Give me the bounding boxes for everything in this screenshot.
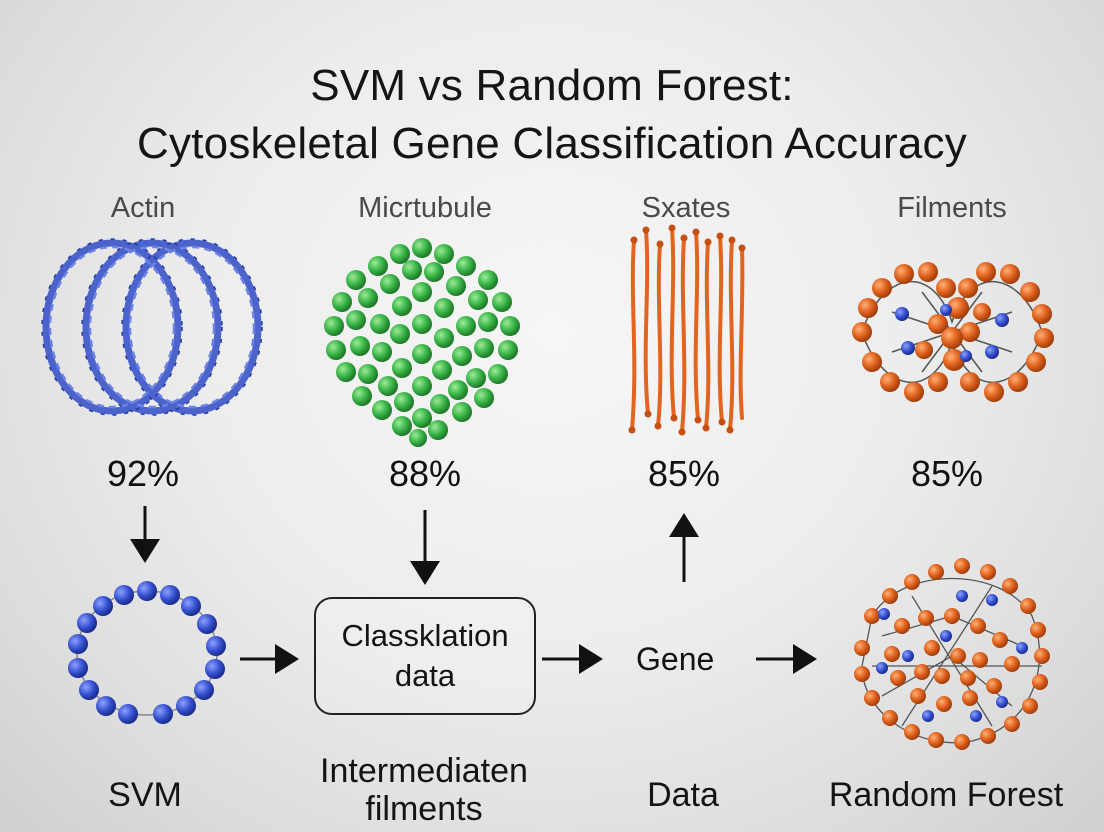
label-intermediate-line1: Intermediaten [294, 752, 554, 790]
label-intermediate-line2: filments [294, 790, 554, 828]
label-data: Data [583, 776, 783, 814]
label-svm: SVM [45, 776, 245, 814]
box-line2: data [395, 656, 455, 696]
random-forest-network-icon [842, 556, 1062, 756]
classification-data-box: Classklation data [314, 597, 536, 715]
label-random-forest: Random Forest [796, 776, 1096, 814]
box-line1: Classklation [341, 616, 508, 656]
blue-bead-ring-icon [62, 578, 232, 728]
gene-label: Gene [636, 641, 714, 678]
